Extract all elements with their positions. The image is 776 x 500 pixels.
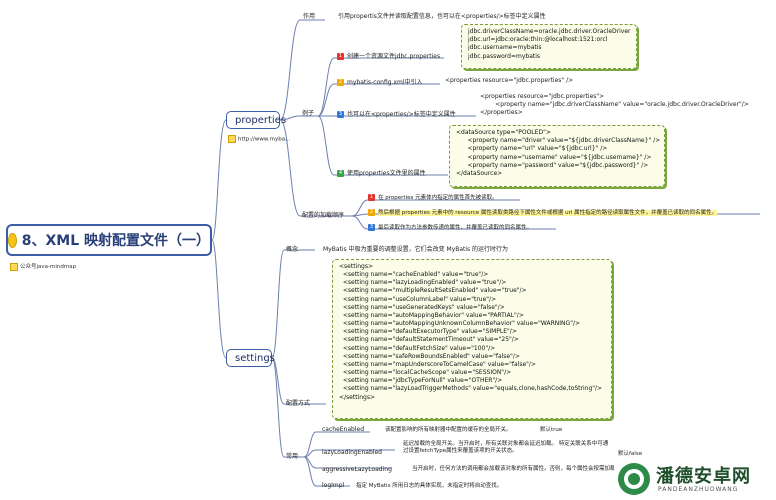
usage-label: 作用 [303, 13, 316, 20]
common-default-cacheEnabled: 默认true [540, 427, 563, 433]
watermark-emblem-icon [618, 463, 650, 495]
root-note: 公众号java-mindmap [10, 262, 76, 271]
concept-label: 概念 [286, 246, 299, 253]
load-order-label: 配置的加载顺序 [302, 212, 345, 219]
example-label: 例子 [302, 110, 315, 117]
common-item-aggressiveLazyLoading: aggressiveLazyLoading [322, 466, 392, 473]
common-item-lazyLoadingEnabled: lazyLoadingEnabled [322, 449, 382, 456]
properties-link[interactable]: http://www.myba... [228, 135, 290, 144]
usage-text: 引用propertis文件并读取配置信息，也可以在<properties/>标签… [338, 13, 546, 20]
common-default-lazyLoadingEnabled: 默认false [618, 451, 643, 457]
common-desc-lazyLoadingEnabled: 延迟加载的全局开关。当开启时，所有关联对象都会延迟加载。 特定关联关系中可通过设… [403, 441, 609, 454]
common-desc-aggressiveLazyLoading: 当开启时，任何方法的调用都会加载该对象的所有属性。否则，每个属性会按需加载 [412, 466, 616, 472]
jdbc-properties-code: jdbc.driverClassName=oracle.jdbc.driver.… [461, 24, 637, 69]
watermark-subtitle: PANDEANZHUOWANG [658, 486, 739, 493]
common-desc-logImpl: 指定 MyBatis 所用日志的具体实现，未指定时将自动查找。 [356, 483, 503, 489]
properties-node[interactable]: properties [226, 111, 286, 129]
watermark-title: 潘德安卓网 [656, 466, 751, 487]
common-item-logImpl: logImpl [322, 482, 345, 489]
inline-properties-code: <properties resource="jdbc.properties"> … [480, 93, 749, 116]
import-code: <properties resource="jdbc.properties" /… [445, 77, 574, 84]
config-label: 配置方式 [286, 400, 311, 407]
common-label: 常用 [286, 453, 299, 460]
smiley-icon [8, 232, 17, 248]
concept-text: MyBatis 中极为重要的调整设置，它们会改变 MyBatis 的运行时行为 [323, 246, 509, 253]
datasource-code: <dataSource type="POOLED"> <property nam… [449, 125, 665, 187]
root-node[interactable]: 8、XML 映射配置文件（一） [6, 224, 212, 256]
watermark-logo: 潘德安卓网 PANDEANZHUOWANG [614, 460, 774, 498]
common-item-cacheEnabled: cacheEnabled [322, 426, 365, 433]
settings-node[interactable]: settings [226, 349, 275, 367]
settings-config-code: <settings> <setting name="cacheEnabled" … [332, 259, 612, 419]
link-icon [228, 135, 236, 143]
note-icon [10, 262, 18, 271]
common-desc-cacheEnabled: 该配置影响的所有映射器中配置的缓存的全局开关。 [385, 427, 512, 433]
root-title: 8、XML 映射配置文件（一） [21, 233, 210, 249]
